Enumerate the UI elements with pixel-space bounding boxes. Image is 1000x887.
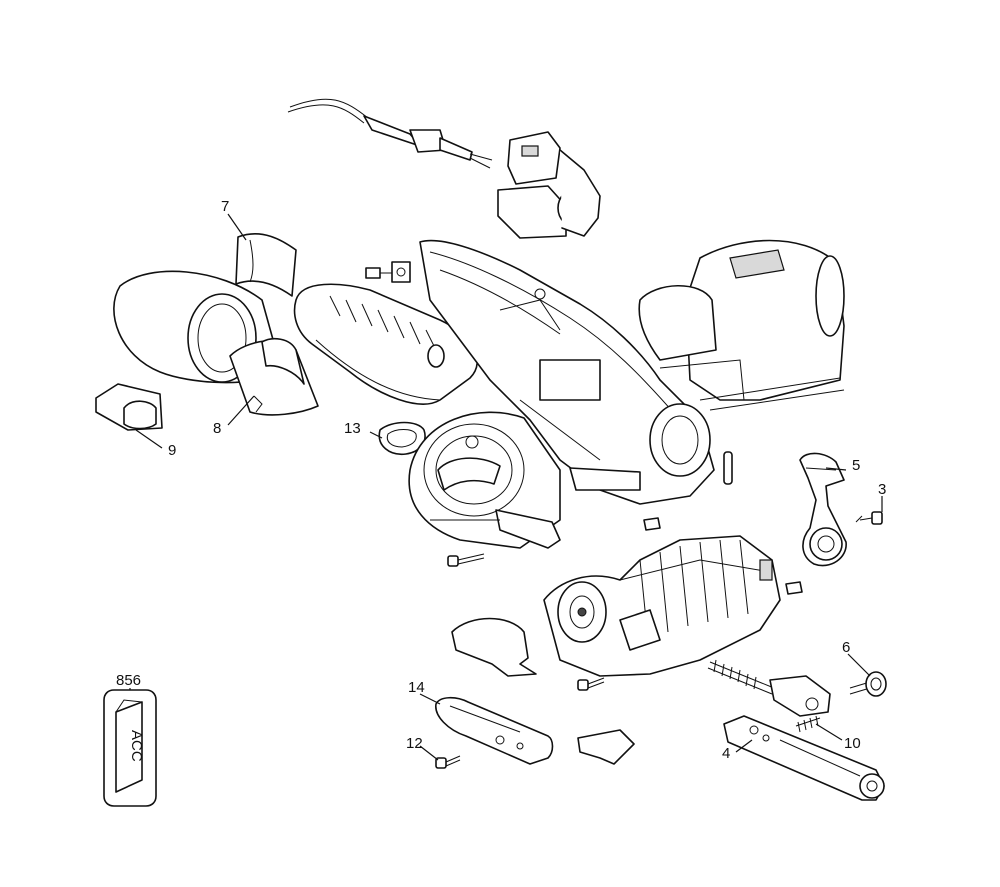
part-5-lever: [799, 452, 847, 567]
callout-10: 10: [844, 735, 861, 752]
callout-7: 7: [221, 198, 229, 215]
switch-assembly: [497, 131, 601, 239]
power-cord: [287, 98, 493, 169]
main-housing: [419, 239, 715, 505]
callout-12: 12: [406, 735, 423, 752]
callout-6: 6: [842, 639, 850, 656]
part-8-adapter: [229, 337, 319, 416]
leader-lines: [129, 213, 883, 761]
handle-housing-left: [293, 283, 478, 405]
brush-blocks: [643, 517, 803, 595]
part-7-sleeve: [235, 233, 297, 297]
part-3-screw: [855, 511, 883, 525]
callout-856: 856: [116, 672, 141, 689]
callout-8: 8: [213, 420, 221, 437]
blade-guard-plate: [451, 617, 537, 677]
screw-bottom: [577, 677, 605, 691]
part-6-knob: [849, 671, 887, 697]
part-9-nozzle: [95, 383, 163, 431]
part-12-screw: [435, 755, 461, 769]
callout-4: 4: [722, 745, 730, 762]
blade-guard-housing: [408, 411, 561, 549]
callout-3: 3: [878, 481, 886, 498]
callout-13: 13: [344, 420, 361, 437]
screw-left: [447, 553, 485, 567]
part-4-link: [723, 715, 885, 801]
part-10-spring: [795, 715, 821, 733]
dowel-pin: [723, 451, 733, 485]
callout-9: 9: [168, 442, 176, 459]
callout-5: 5: [852, 457, 860, 474]
motor-housing: [638, 239, 845, 411]
small-plate: [577, 729, 635, 765]
callout-labels: 7 8 9 13 5 3 6 10 4 14 12 856: [116, 198, 886, 762]
part-14-cover: [435, 696, 554, 765]
motor-armature: [543, 535, 781, 677]
accessory-box-label: ACC: [128, 730, 145, 762]
accessory-box: [103, 689, 157, 807]
callout-14: 14: [408, 679, 425, 696]
housing-screws: [365, 261, 411, 283]
spring-shaft: [707, 659, 831, 717]
